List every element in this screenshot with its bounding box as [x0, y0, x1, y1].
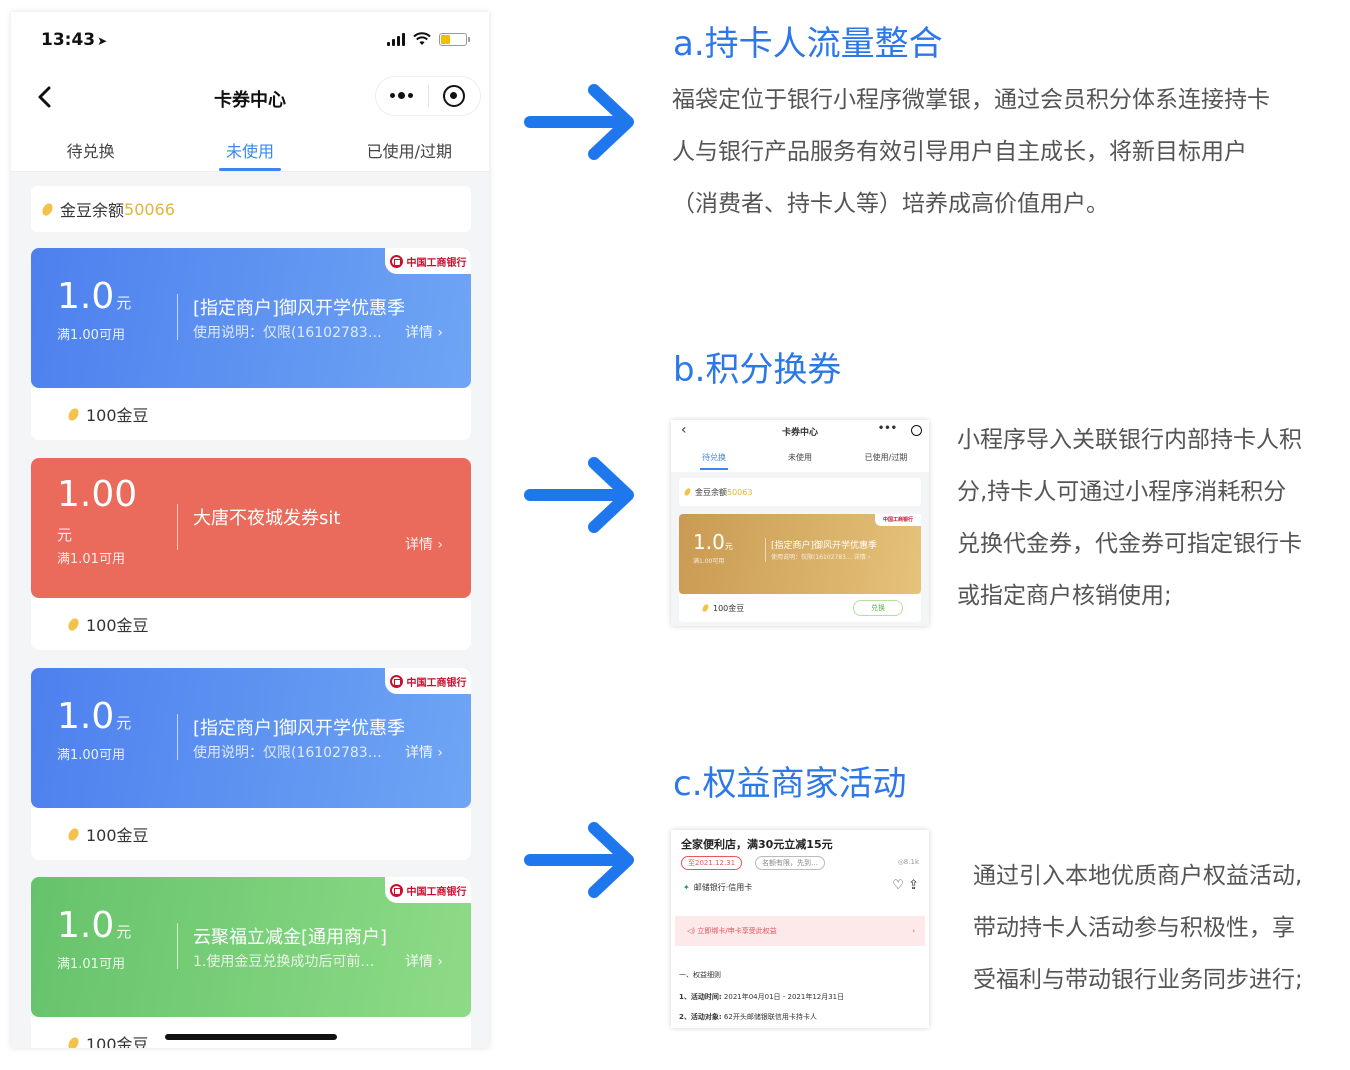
bean-icon: [683, 487, 692, 497]
coupon-threshold: 满1.00可用: [57, 748, 125, 763]
more-icon: •••: [877, 423, 897, 434]
tab-pending[interactable]: 待兑换: [66, 142, 115, 161]
balance-value: 50066: [124, 199, 175, 219]
coupon-name: [指定商户]御风开学优惠季: [193, 718, 406, 739]
bean-icon: [701, 603, 710, 613]
section-b-text: 小程序导入关联银行内部持卡人积 分,持卡人可通过小程序消耗积分 兑换代金券，代金…: [957, 427, 1302, 609]
coupon-amount: 1.00: [57, 474, 138, 515]
close-mini-program-button[interactable]: [429, 77, 481, 115]
bean-icon: [40, 201, 55, 217]
coupon-desc: 1.使用金豆兑换成功后可前…: [193, 954, 375, 970]
coupon-detail-link[interactable]: 详情 ›: [404, 325, 443, 341]
bean-icon: [66, 616, 81, 632]
bank-badge: 中国工商银行: [385, 877, 471, 903]
tab-unused[interactable]: 未使用: [170, 126, 329, 171]
section-a-heading: a.持卡人流量整合: [673, 24, 943, 64]
coupon-threshold: 满1.01可用: [57, 957, 125, 972]
coupon-tabs: 待兑换 未使用 已使用/过期: [11, 126, 489, 172]
wifi-icon: [413, 32, 431, 45]
coupon-name: [指定商户]御风开学优惠季: [193, 298, 406, 319]
location-icon: ➤: [97, 34, 108, 48]
nav-bar: 卡券中心: [11, 68, 489, 126]
coupon-cost: 100金豆: [31, 1017, 471, 1048]
bank-badge: 中国工商银行: [385, 248, 471, 274]
target-icon: [443, 85, 466, 107]
coupon-threshold: 满1.00可用: [57, 328, 125, 343]
icbc-logo-icon: [389, 674, 403, 688]
arrow-right-icon: [524, 457, 634, 533]
coupon-cost: 100金豆: [31, 598, 471, 650]
bank-badge: 中国工商银行: [385, 668, 471, 694]
coupon-desc: 使用说明：仅限(16102783…: [193, 745, 382, 761]
status-bar: 13:43➤: [11, 12, 489, 68]
back-icon: ‹: [681, 422, 687, 438]
coupon-detail-link[interactable]: 详情 ›: [404, 954, 443, 970]
views-count: ◎8.1k: [897, 858, 919, 866]
redeem-button: 兑换: [853, 600, 903, 616]
mini-program-capsule: [375, 76, 481, 116]
arrow-right-icon: [524, 84, 634, 160]
bean-icon: [66, 826, 81, 842]
arrow-right-icon: [524, 822, 634, 898]
tab-used-expired[interactable]: 已使用/过期: [366, 142, 453, 161]
coupon-name: 大唐不夜城发券sit: [193, 508, 341, 529]
coupon-unit: 元: [57, 526, 73, 544]
postal-bank-logo-icon: ✦: [683, 883, 690, 892]
page-title: 卡券中心: [214, 90, 286, 111]
section-b-heading: b.积分换券: [673, 350, 842, 390]
share-icon: ⇪: [908, 878, 919, 893]
merchant-activity-screenshot: 全家便利店，满30元立减15元 至2021.12.31 名额有限，先到… ◎8.…: [671, 830, 929, 1028]
back-icon[interactable]: [35, 84, 55, 110]
coupon-desc: 使用说明：仅限(16102783…: [193, 325, 382, 341]
section-a-text: 福袋定位于银行小程序微掌银，通过会员积分体系连接持卡 人与银行产品服务有效引导用…: [672, 87, 1270, 217]
status-time: 13:43➤: [41, 30, 108, 50]
battery-icon: [439, 32, 470, 46]
heart-icon: ♡: [892, 878, 904, 893]
signal-icon: [387, 32, 405, 46]
coupon-detail-link[interactable]: 详情 ›: [404, 745, 443, 761]
icbc-logo-icon: [389, 883, 403, 897]
speaker-icon: ◁): [687, 927, 696, 935]
coupon-name: 云聚福立减金[通用商户]: [193, 927, 388, 948]
more-icon: [390, 92, 414, 99]
section-c-text: 通过引入本地优质商户权益活动, 带动持卡人活动参与积极性，享 受福利与带动银行业…: [973, 863, 1303, 993]
coupon-threshold: 满1.01可用: [57, 552, 125, 567]
bean-icon: [66, 406, 81, 422]
coupon-card[interactable]: 1.00 元 满1.01可用 大唐不夜城发券sit 详情 ›: [31, 458, 471, 598]
target-icon: [911, 425, 922, 436]
home-indicator: [165, 1034, 337, 1040]
icbc-logo-icon: [389, 254, 403, 268]
more-button[interactable]: [376, 77, 428, 115]
section-c-heading: c.权益商家活动: [673, 764, 907, 804]
coupon-detail-link[interactable]: 详情 ›: [404, 537, 443, 553]
coupon-cost: 100金豆: [31, 388, 471, 440]
bean-icon: [66, 1035, 81, 1048]
coupon-cost: 100金豆: [31, 808, 471, 860]
